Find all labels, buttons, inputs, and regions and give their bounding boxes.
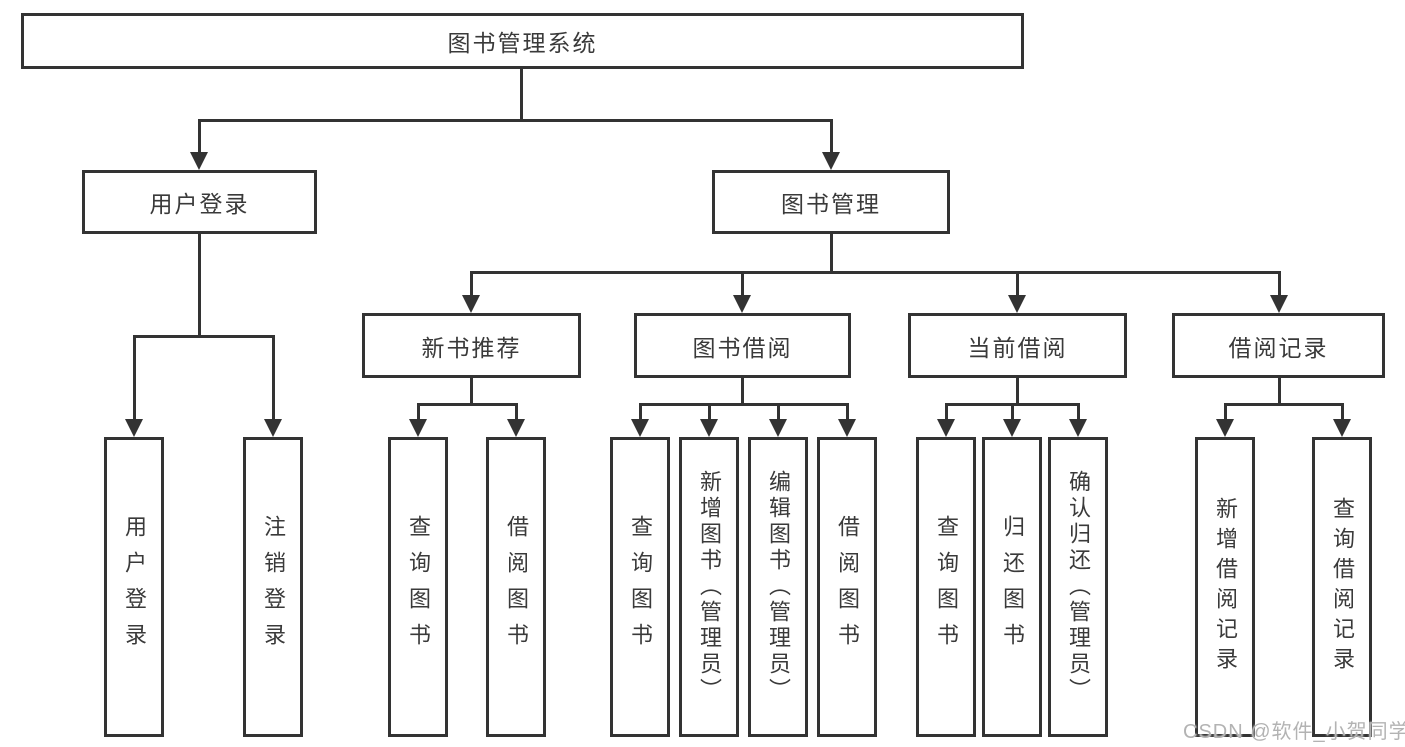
arrowhead-down-icon — [1216, 419, 1234, 437]
connector-line — [944, 402, 1080, 406]
connector-line — [132, 334, 275, 338]
connector-line — [132, 336, 136, 424]
connector-line — [519, 69, 523, 120]
leaf-records-add-borrow-record: 新增借阅记录 — [1195, 437, 1255, 737]
arrowhead-down-icon — [631, 419, 649, 437]
connector-line — [1223, 402, 1344, 406]
arrowhead-down-icon — [769, 419, 787, 437]
connector-line — [197, 233, 201, 338]
node-root: 图书管理系统 — [21, 13, 1024, 69]
leaf-user-login: 用户登录 — [104, 437, 164, 737]
connector-line — [1277, 272, 1281, 302]
connector-line — [845, 404, 849, 424]
arrowhead-down-icon — [1003, 419, 1021, 437]
connector-line — [638, 402, 849, 406]
leaf-current-confirm-return-admin: 确认归还（管理员） — [1048, 437, 1108, 737]
connector-line — [1223, 404, 1227, 424]
watermark: CSDN @软件_小贺同学 — [1183, 721, 1405, 743]
connector-line — [1010, 404, 1014, 424]
connector-line — [514, 404, 518, 424]
arrowhead-down-icon — [700, 419, 718, 437]
leaf-current-query-book: 查询图书 — [916, 437, 976, 737]
arrowhead-down-icon — [1008, 295, 1026, 313]
connector-line — [1076, 404, 1080, 424]
leaf-borrow-add-book-admin: 新增图书（管理员） — [679, 437, 739, 737]
node-new-book-recommendation: 新书推荐 — [362, 313, 581, 378]
leaf-borrow-borrow-book: 借阅图书 — [817, 437, 877, 737]
connector-line — [638, 404, 642, 424]
connector-line — [416, 404, 420, 424]
connector-line — [1277, 378, 1281, 406]
node-user-login: 用户登录 — [82, 170, 317, 234]
connector-line — [1340, 404, 1344, 424]
arrowhead-down-icon — [190, 152, 208, 170]
node-current-borrowing: 当前借阅 — [908, 313, 1127, 378]
leaf-borrow-edit-book-admin: 编辑图书（管理员） — [748, 437, 808, 737]
connector-line — [271, 336, 275, 424]
arrowhead-down-icon — [462, 295, 480, 313]
arrowhead-down-icon — [733, 295, 751, 313]
connector-line — [776, 404, 780, 424]
node-book-borrowing: 图书借阅 — [634, 313, 851, 378]
connector-line — [829, 233, 833, 274]
connector-line — [707, 404, 711, 424]
connector-line — [197, 120, 201, 158]
leaf-borrow-query-book: 查询图书 — [610, 437, 670, 737]
arrowhead-down-icon — [822, 152, 840, 170]
connector-line — [469, 270, 1281, 274]
arrowhead-down-icon — [507, 419, 525, 437]
leaf-current-return-book: 归还图书 — [982, 437, 1042, 737]
connector-line — [469, 378, 473, 406]
arrowhead-down-icon — [1270, 295, 1288, 313]
node-book-management: 图书管理 — [712, 170, 950, 234]
leaf-logout: 注销登录 — [243, 437, 303, 737]
arrowhead-down-icon — [1069, 419, 1087, 437]
connector-line — [197, 118, 833, 122]
connector-line — [944, 404, 948, 424]
connector-line — [1015, 272, 1019, 302]
leaf-newbook-query-book: 查询图书 — [388, 437, 448, 737]
leaf-records-query-borrow-record: 查询借阅记录 — [1312, 437, 1372, 737]
connector-line — [469, 272, 473, 302]
connector-line — [740, 272, 744, 302]
connector-line — [740, 378, 744, 406]
node-borrowing-records: 借阅记录 — [1172, 313, 1385, 378]
arrowhead-down-icon — [937, 419, 955, 437]
arrowhead-down-icon — [125, 419, 143, 437]
connector-line — [416, 402, 518, 406]
arrowhead-down-icon — [264, 419, 282, 437]
connector-line — [1015, 378, 1019, 406]
arrowhead-down-icon — [838, 419, 856, 437]
arrowhead-down-icon — [1333, 419, 1351, 437]
leaf-newbook-borrow-book: 借阅图书 — [486, 437, 546, 737]
connector-line — [829, 120, 833, 158]
arrowhead-down-icon — [409, 419, 427, 437]
